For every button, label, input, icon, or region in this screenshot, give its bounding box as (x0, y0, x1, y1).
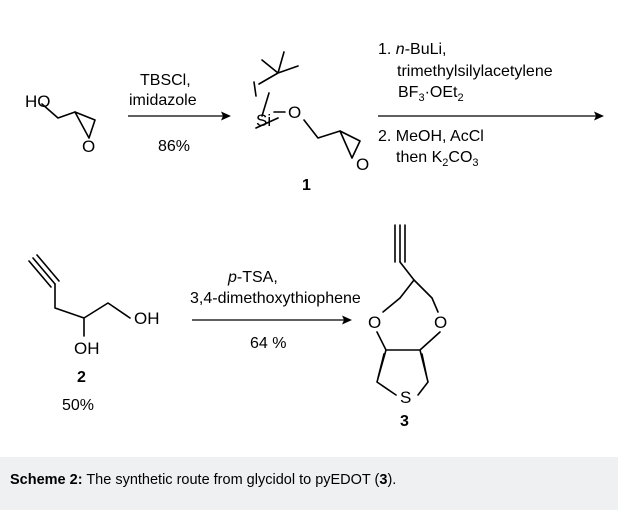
compound2-number: 2 (77, 369, 86, 386)
compound2-oh-bottom: OH (74, 339, 100, 358)
compound3-structure: O O S 3 (368, 224, 447, 430)
step3-yield: 64 % (250, 335, 286, 352)
step1-arrowhead (221, 111, 231, 121)
glycidol-structure: HO O (25, 92, 96, 156)
step2-line1: 1. n-BuLi, (378, 41, 447, 58)
compound3-alkyne-triple (394, 224, 406, 263)
step3-line1: p-TSA, (227, 269, 278, 286)
compound2-alkyne-triple (28, 254, 60, 288)
step2-arrow-group: 1. n-BuLi, trimethylsilylacetylene BF3·O… (378, 41, 604, 169)
caption-text-before: The synthetic route from glycidol to pyE… (82, 472, 380, 488)
compound3-o-right: O (434, 313, 447, 332)
compound3-ring-bonds (376, 331, 441, 396)
compound3-propargyl-bonds (399, 261, 415, 299)
compound1-o-label: O (288, 103, 301, 122)
compound3-number: 3 (400, 413, 409, 430)
caption-text-after: ). (387, 472, 397, 488)
glycidol-epoxide-o-label: O (82, 137, 95, 156)
step1-reagent-top: TBSCl, (140, 72, 191, 89)
glycidol-bonds (41, 103, 96, 139)
compound1-chain-bonds (303, 119, 361, 159)
step2-line4: 2. MeOH, AcCl (378, 128, 484, 145)
compound3-s-label: S (400, 388, 411, 407)
compound3-o-left: O (368, 313, 381, 332)
compound1-structure: Si O O 1 (253, 51, 369, 194)
step2-arrowhead (594, 111, 604, 121)
step1-reagent-bottom: imidazole (129, 92, 197, 109)
compound1-tbs-bonds (255, 51, 299, 129)
compound1-number: 1 (302, 177, 311, 194)
step1-yield: 86% (158, 138, 190, 155)
compound3-dioxane-bonds (382, 279, 439, 313)
compound1-epoxide-o-label: O (356, 155, 369, 174)
step3-arrow-group: p-TSA, 3,4-dimethoxythiophene 64 % (190, 269, 361, 352)
compound2-yield: 50% (62, 397, 94, 414)
compound2-structure: OH OH 2 50% (28, 254, 160, 414)
compound1-si-label: Si (256, 111, 271, 130)
reaction-scheme: HO O TBSCl, imidazole 86% Si O O 1 1. n-… (25, 41, 604, 430)
scheme-caption: Scheme 2: The synthetic route from glyci… (0, 457, 618, 510)
step1-arrow-group: TBSCl, imidazole 86% (128, 72, 231, 155)
caption-label: Scheme 2: (10, 472, 83, 488)
step3-arrowhead (342, 315, 352, 325)
compound2-oh-top: OH (134, 309, 160, 328)
compound1-si-methyl (253, 81, 257, 97)
step2-line5: then K2CO3 (396, 149, 479, 169)
step2-line2: trimethylsilylacetylene (397, 63, 553, 80)
compound2-chain-bonds (54, 283, 131, 337)
caption-compound-number: 3 (379, 472, 388, 488)
step3-line2: 3,4-dimethoxythiophene (190, 290, 361, 307)
step2-line3: BF3·OEt2 (398, 84, 464, 104)
